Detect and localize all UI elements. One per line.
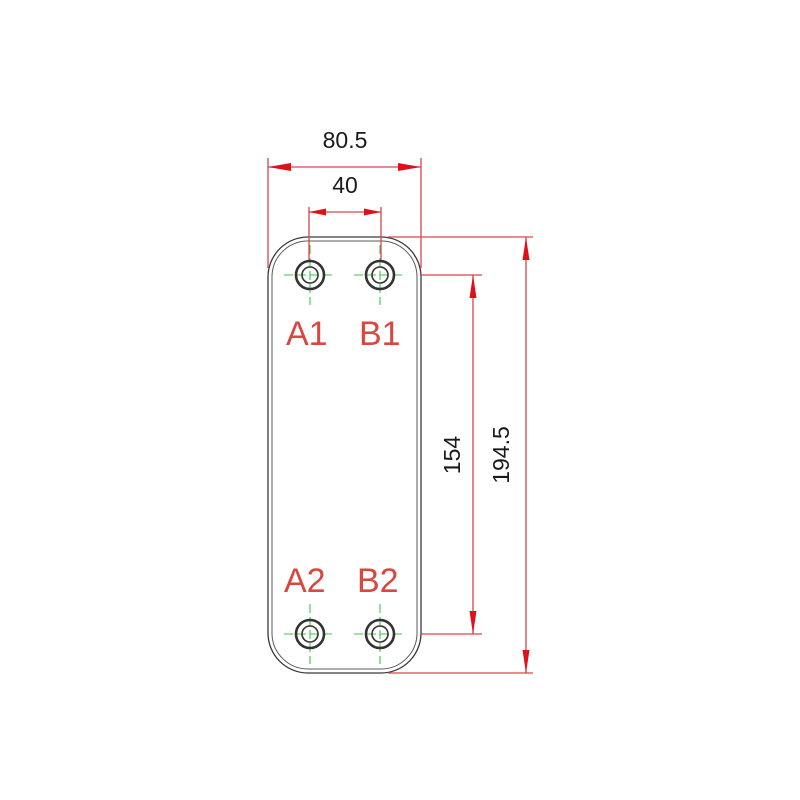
plate-outline xyxy=(267,236,422,674)
dimension-text-port-spacing-vertical: 154 xyxy=(439,436,465,475)
port-hole-b1 xyxy=(364,259,396,291)
port-hole-b2 xyxy=(364,618,396,650)
dimension-port-spacing-vertical: 154 xyxy=(421,274,482,635)
port-label-b1: B1 xyxy=(359,315,401,353)
center-lines xyxy=(284,245,406,664)
dimension-overall-width: 80.5 xyxy=(267,127,422,268)
port-hole-a2 xyxy=(294,618,326,650)
port-label-b2: B2 xyxy=(357,562,399,600)
port-hole-a1 xyxy=(294,259,326,291)
port-label-a2: A2 xyxy=(284,562,326,600)
dimension-text-overall-width: 80.5 xyxy=(323,127,368,153)
port-label-a1: A1 xyxy=(286,315,328,353)
dimension-overall-height: 194.5 xyxy=(388,236,533,674)
dimension-text-port-spacing-horizontal: 40 xyxy=(332,172,358,198)
dimension-text-overall-height: 194.5 xyxy=(488,426,514,484)
dimension-port-spacing-horizontal: 40 xyxy=(308,172,382,260)
